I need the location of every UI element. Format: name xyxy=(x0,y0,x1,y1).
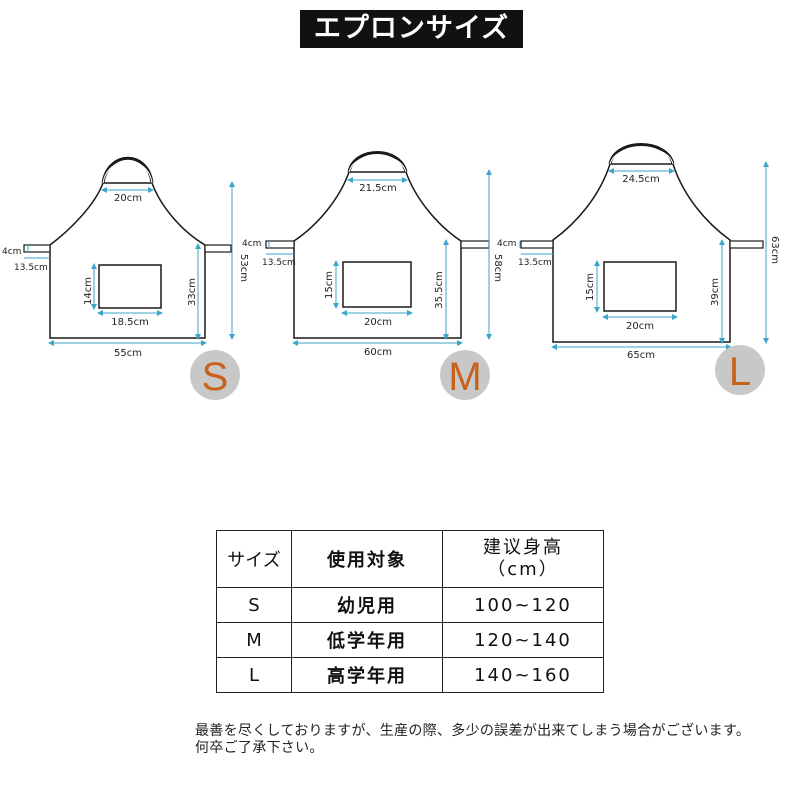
apron-l-left-strap xyxy=(520,240,554,249)
apron-s-left-strap xyxy=(23,244,51,253)
apron-s-strap-w-label: 13.5cm xyxy=(14,263,48,273)
apron-m-left-strap xyxy=(265,240,295,249)
header-size: サイズ xyxy=(216,530,292,588)
apron-l-total-h-label: 63cm xyxy=(769,236,780,264)
row-size: S xyxy=(216,587,292,623)
apron-l: 24.5cm 4cm 13.5cm 15cm 20cm 39cm 63cm 65… xyxy=(497,143,780,395)
apron-m-pocket-w-label: 20cm xyxy=(364,317,392,328)
apron-l-pocket-h-label: 15cm xyxy=(585,273,596,301)
apron-l-side-h-label: 39cm xyxy=(710,278,721,306)
apron-m-strap-h-label: 4cm xyxy=(242,239,261,249)
apron-s-neck-label: 20cm xyxy=(114,193,142,204)
apron-m-total-h-label: 58cm xyxy=(492,254,503,282)
header-height-line1: 建议身高 xyxy=(483,537,563,558)
apron-m: 21.5cm 4cm 13.5cm 15cm 20cm 35.5cm 58cm … xyxy=(242,151,503,400)
header-height-line2: （cm） xyxy=(487,559,559,580)
header-target: 使用対象 xyxy=(291,530,443,588)
apron-m-width-label: 60cm xyxy=(364,347,392,358)
table-row: M 低学年用 120~140 xyxy=(216,622,604,658)
row-size: M xyxy=(216,622,292,658)
apron-diagrams: 20cm 4cm 13.5cm 14cm 18.5cm 33cm 53cm 55… xyxy=(2,143,780,400)
apron-m-strap-w-label: 13.5cm xyxy=(262,258,296,268)
size-table: サイズ 使用対象 建议身高 （cm） S 幼児用 100~120 M 低学年用 … xyxy=(216,530,604,693)
apron-m-neck-strap xyxy=(347,151,408,173)
row-height: 140~160 xyxy=(442,657,604,693)
apron-l-width-label: 65cm xyxy=(627,350,655,361)
apron-s-pocket-h-label: 14cm xyxy=(83,277,94,305)
row-height: 100~120 xyxy=(442,587,604,623)
apron-s-total-h-label: 53cm xyxy=(238,254,249,282)
row-target: 低学年用 xyxy=(291,622,443,658)
size-badge-s: S xyxy=(190,350,240,400)
size-badge-s-letter: S xyxy=(202,355,229,399)
apron-m-pocket xyxy=(342,261,412,308)
apron-l-pocket-w-label: 20cm xyxy=(626,321,654,332)
row-target: 幼児用 xyxy=(291,587,443,623)
apron-l-outline xyxy=(552,163,731,343)
apron-s-neck-strap xyxy=(101,156,154,184)
apron-s-strap-h-label: 4cm xyxy=(2,247,21,257)
row-height: 120~140 xyxy=(442,622,604,658)
apron-m-neck-label: 21.5cm xyxy=(359,183,397,194)
size-table-header-row: サイズ 使用対象 建议身高 （cm） xyxy=(216,530,604,588)
apron-l-neck-strap xyxy=(608,143,675,165)
apron-l-right-strap xyxy=(729,240,764,249)
apron-s-outline xyxy=(49,182,206,339)
apron-s: 20cm 4cm 13.5cm 14cm 18.5cm 33cm 53cm 55… xyxy=(2,156,249,400)
apron-m-side-h-label: 35.5cm xyxy=(434,271,445,309)
apron-l-pocket xyxy=(603,261,677,312)
apron-s-width-label: 55cm xyxy=(114,348,142,359)
header-height: 建议身高 （cm） xyxy=(442,530,604,588)
apron-l-strap-w-label: 13.5cm xyxy=(518,258,552,268)
apron-s-pocket xyxy=(98,264,162,309)
row-target: 高学年用 xyxy=(291,657,443,693)
apron-m-right-strap xyxy=(460,240,490,249)
size-badge-l: L xyxy=(715,345,765,395)
apron-m-pocket-h-label: 15cm xyxy=(324,271,335,299)
row-size: L xyxy=(216,657,292,693)
table-row: S 幼児用 100~120 xyxy=(216,587,604,623)
size-badge-m-letter: M xyxy=(448,355,481,399)
size-badge-l-letter: L xyxy=(729,350,751,394)
disclaimer-note: 最善を尽くしておりますが、生産の際、多少の誤差が出来てしまう場合がございます。何… xyxy=(195,723,751,756)
table-row: L 高学年用 140~160 xyxy=(216,657,604,693)
apron-l-strap-h-label: 4cm xyxy=(497,239,516,249)
apron-s-right-strap xyxy=(204,244,232,253)
apron-s-side-h-label: 33cm xyxy=(187,278,198,306)
size-badge-m: M xyxy=(440,350,490,400)
apron-s-pocket-w-label: 18.5cm xyxy=(111,317,149,328)
apron-l-neck-label: 24.5cm xyxy=(622,174,660,185)
page-title: エプロンサイズ表 xyxy=(300,10,523,82)
